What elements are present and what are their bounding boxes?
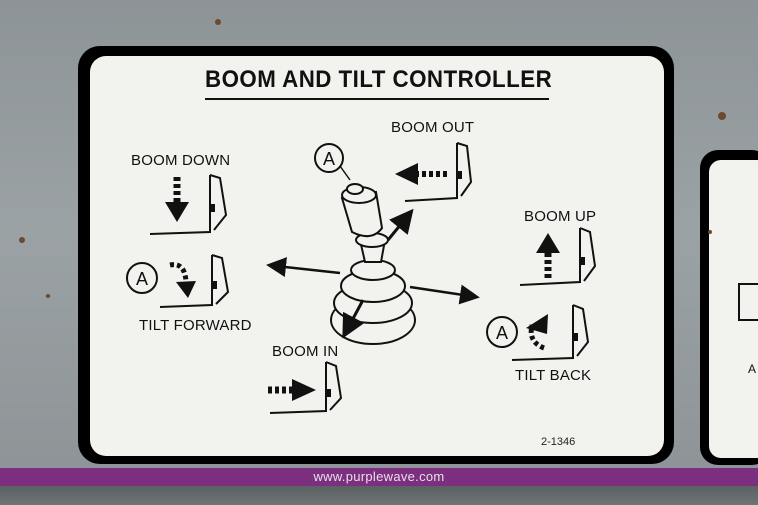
arrow-boom-in-icon xyxy=(268,379,316,401)
arrow-boom-down-icon xyxy=(165,177,189,222)
label-tilt-forward: TILT FORWARD xyxy=(139,317,252,334)
arrow-tilt-forward-icon xyxy=(169,262,196,298)
joystick-arrow-up-icon xyxy=(386,208,414,241)
label-boom-down: BOOM DOWN xyxy=(131,152,231,169)
second-decal-text: A xyxy=(748,362,757,376)
marker-a-tilt-back xyxy=(486,316,518,348)
fork-icon-tilt-back xyxy=(511,304,590,361)
label-boom-in: BOOM IN xyxy=(272,343,339,360)
label-boom-up: BOOM UP xyxy=(524,208,597,225)
arrow-boom-out-icon xyxy=(395,163,447,185)
joystick-arrow-left-icon xyxy=(266,257,341,278)
arrow-boom-up-icon xyxy=(536,233,560,278)
marker-a-joystick-letter: A xyxy=(323,149,335,169)
rust-specks xyxy=(19,19,726,298)
label-tilt-back: TILT BACK xyxy=(515,367,592,384)
joystick-arrow-down-icon xyxy=(342,299,365,339)
arrow-tilt-back-icon xyxy=(526,314,548,351)
label-boom-out: BOOM OUT xyxy=(391,119,475,136)
fork-icon-boom-out xyxy=(404,142,473,202)
watermark-text: www.purplewave.com xyxy=(313,469,445,484)
title-underline xyxy=(205,98,549,100)
watermark-strip xyxy=(0,468,758,486)
part-number: 2-1346 xyxy=(541,436,576,448)
marker-a-tilt-forward-letter: A xyxy=(136,269,148,289)
marker-a-tilt-back-letter: A xyxy=(496,323,508,343)
joystick-drawing xyxy=(330,183,416,345)
bottom-metal-edge xyxy=(0,486,758,505)
fork-icon-boom-down xyxy=(149,174,228,235)
decal-title: BOOM AND TILT CONTROLLER xyxy=(205,66,553,93)
marker-a-joystick xyxy=(314,143,351,181)
marker-a-tilt-forward xyxy=(126,262,158,294)
joystick-arrow-right-icon xyxy=(409,284,480,305)
second-decal-box xyxy=(738,283,758,321)
second-decal xyxy=(709,160,758,458)
fork-icon-tilt-forward xyxy=(159,254,230,308)
fork-icon-boom-in xyxy=(269,361,343,414)
fork-icon-boom-up xyxy=(519,227,597,286)
